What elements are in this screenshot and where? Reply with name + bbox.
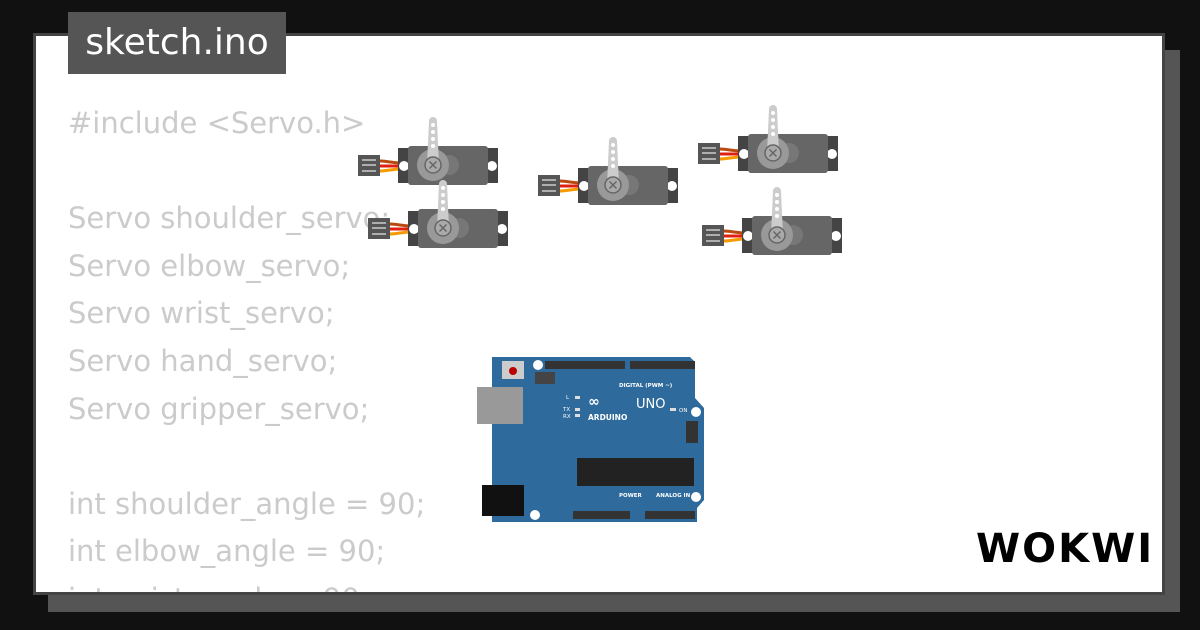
- board-logo-icon: ∞: [588, 394, 600, 410]
- analog-label: ANALOG IN: [656, 493, 691, 499]
- wokwi-logo: WOKWI: [976, 526, 1155, 572]
- digital-label: DIGITAL (PWM ~): [619, 383, 673, 389]
- code-line: Servo wrist_servo;: [68, 296, 335, 331]
- led-rx-label: RX: [563, 414, 571, 420]
- led-l-label: L: [566, 395, 570, 401]
- code-preview: #include <Servo.h> Servo shoulder_servo; S…: [68, 100, 426, 592]
- code-line: int wrist_angle = 90;: [68, 576, 425, 592]
- led-tx-label: TX: [562, 407, 570, 413]
- code-line: Servo gripper_servo;: [68, 391, 370, 426]
- code-line: int elbow_angle = 90;: [68, 534, 386, 569]
- servo-4[interactable]: [696, 103, 840, 175]
- servo-1[interactable]: [356, 115, 500, 187]
- code-line: Servo shoulder_servo;: [68, 201, 391, 236]
- power-label: POWER: [619, 493, 643, 499]
- servo-5[interactable]: [700, 185, 844, 257]
- code-line: int shoulder_angle = 90;: [68, 486, 426, 521]
- code-line: Servo hand_servo;: [68, 343, 338, 378]
- code-line: #include <Servo.h>: [68, 106, 366, 140]
- arduino-uno-board[interactable]: ∞ ARDUINO UNO DIGITAL (PWM ~) ON L TX RX…: [477, 357, 704, 522]
- board-brand: ARDUINO: [588, 413, 627, 422]
- code-line: Servo elbow_servo;: [68, 248, 351, 283]
- servo-3[interactable]: [536, 135, 680, 207]
- preview-panel: #include <Servo.h> Servo shoulder_servo; S…: [33, 33, 1165, 595]
- board-model: UNO: [636, 397, 665, 412]
- file-tab[interactable]: sketch.ino: [68, 12, 286, 74]
- on-label: ON: [679, 408, 687, 414]
- servo-2[interactable]: [366, 178, 510, 250]
